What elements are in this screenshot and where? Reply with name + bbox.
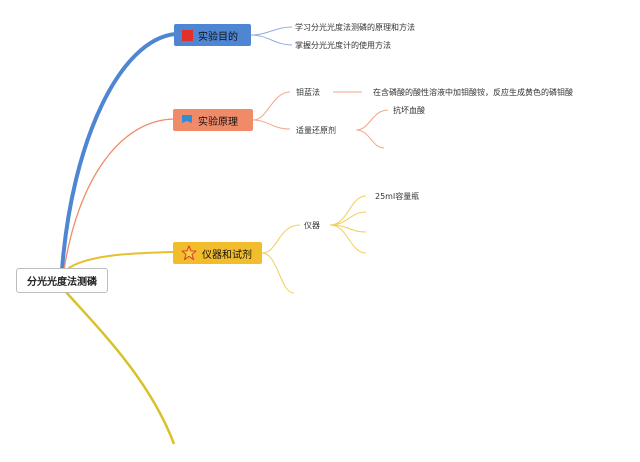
leaf-line <box>355 109 389 131</box>
leaf-line <box>250 26 293 36</box>
branch-line-yellow-down <box>65 291 176 445</box>
leaf-instruments[interactable]: 仪器 <box>304 220 320 230</box>
leaf-line <box>261 224 301 254</box>
topic-principle-label: 实验原理 <box>198 116 238 128</box>
branch-line-yellow <box>65 251 175 271</box>
leaf-molybdenum-blue[interactable]: 钼蓝法 <box>296 87 320 97</box>
leaf-line <box>355 129 385 149</box>
topic-principle[interactable]: 实验原理 <box>173 109 253 131</box>
leaf-line <box>329 224 367 254</box>
blue-flag-icon <box>182 115 192 123</box>
branch-line-blue <box>60 32 177 272</box>
leaf-line <box>329 211 367 226</box>
leaf-ascorbic-acid[interactable]: 抗坏血酸 <box>393 105 425 115</box>
root-topic[interactable]: 分光光度法测磷 <box>16 268 108 293</box>
leaf-line <box>261 252 295 294</box>
leaf-molybdenum-detail[interactable]: 在含磷酸的酸性溶液中加钼酸铵，反应生成黄色的磷钼酸 <box>373 87 573 97</box>
leaf-volumetric-flask[interactable]: 25ml容量瓶 <box>375 191 420 201</box>
topic-instruments-label: 仪器和试剂 <box>202 249 252 261</box>
star-icon <box>181 245 197 261</box>
topic-instruments[interactable]: 仪器和试剂 <box>173 242 262 264</box>
leaf-line <box>252 91 291 121</box>
red-square-icon <box>182 29 193 41</box>
leaf-reducing-agent[interactable]: 适量还原剂 <box>296 125 336 135</box>
leaf-purpose-1[interactable]: 学习分光光度法测磷的原理和方法 <box>295 22 415 32</box>
topic-purpose-label: 实验目的 <box>198 31 238 43</box>
topic-purpose[interactable]: 实验目的 <box>174 24 251 46</box>
leaf-line <box>252 119 291 130</box>
leaf-line <box>250 34 293 46</box>
leaf-line <box>329 195 367 226</box>
branch-line-orange <box>63 118 175 271</box>
leaf-purpose-2[interactable]: 掌握分光光度计的使用方法 <box>295 40 391 50</box>
